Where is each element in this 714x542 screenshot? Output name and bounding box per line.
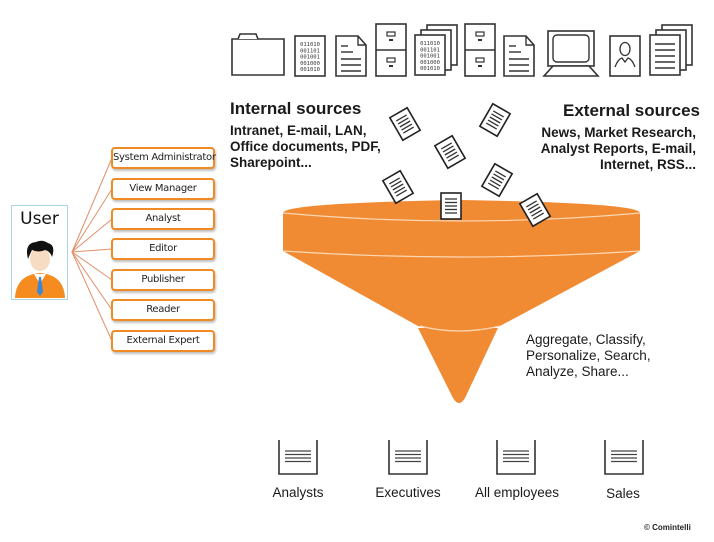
paper-icon	[479, 102, 511, 138]
funnel-spout	[418, 328, 498, 403]
connector-line	[71, 251, 113, 281]
funnel-action-line: Aggregate, Classify,	[526, 332, 646, 347]
role-publisher[interactable]: Publisher	[111, 269, 215, 291]
tray-icon-executives	[388, 439, 428, 475]
filing-cabinet-icon	[375, 23, 407, 77]
external-sources-line: Internet, RSS...	[599, 157, 696, 172]
computer-icon	[542, 30, 600, 77]
documents-stack-icon	[649, 24, 693, 76]
document-icon-2	[503, 35, 535, 77]
external-sources-heading: External sources	[562, 101, 700, 120]
internal-sources-heading: Internal sources	[230, 99, 362, 118]
output-label-sales: Sales	[606, 486, 640, 501]
role-reader[interactable]: Reader	[111, 299, 215, 321]
funnel-action-line: Personalize, Search,	[526, 348, 651, 363]
funnel-action-line: Analyze, Share...	[526, 364, 629, 379]
role-editor[interactable]: Editor	[111, 238, 215, 260]
output-label-analysts: Analysts	[272, 485, 324, 500]
connector-line	[71, 251, 113, 311]
connector-line	[71, 218, 113, 253]
funnel-cone	[283, 251, 640, 332]
internal-sources-list: Intranet, E-mail, LAN, Office documents,…	[230, 123, 381, 171]
tray-icon-sales	[604, 439, 644, 475]
connector-lines	[71, 157, 113, 342]
connector-line	[71, 248, 113, 253]
copyright: © Comintelli	[644, 523, 691, 532]
internal-sources-line: Sharepoint...	[230, 155, 312, 170]
funnel-rim	[283, 200, 640, 257]
paper-icon	[382, 169, 414, 205]
user-card[interactable]: User	[11, 205, 68, 300]
output-label-all-employees: All employees	[474, 485, 560, 500]
role-analyst[interactable]: Analyst	[111, 208, 215, 230]
funnel	[282, 200, 641, 403]
connector-line	[71, 157, 113, 253]
user-avatar-icon	[15, 240, 65, 298]
paper-icon	[440, 192, 462, 220]
user-label: User	[20, 209, 59, 229]
filing-cabinet-icon-2	[464, 23, 496, 77]
paper-icon	[434, 134, 466, 170]
external-sources-line: Analyst Reports, E-mail,	[540, 141, 696, 156]
document-icon	[335, 35, 367, 77]
output-label-executives: Executives	[375, 485, 441, 500]
connector-line	[71, 251, 113, 342]
internal-sources-line: Office documents, PDF,	[230, 139, 381, 154]
paper-icon	[389, 106, 421, 142]
connector-line	[71, 188, 113, 253]
paper-icon	[481, 162, 513, 198]
external-sources-line: News, Market Research,	[541, 125, 696, 140]
internal-sources-line: Intranet, E-mail, LAN,	[230, 123, 367, 138]
role-external-expert[interactable]: External Expert	[111, 330, 215, 352]
tray-icon-analysts	[278, 439, 318, 475]
funnel-actions: Aggregate, Classify, Personalize, Search…	[526, 332, 651, 380]
external-sources-list: News, Market Research, Analyst Reports, …	[541, 125, 696, 173]
role-system-administrator[interactable]: System Administrator	[111, 147, 216, 169]
folder-icon	[231, 33, 285, 76]
person-card-icon	[609, 35, 641, 77]
role-view-manager[interactable]: View Manager	[111, 178, 215, 200]
tray-icon-all-employees	[496, 439, 536, 475]
